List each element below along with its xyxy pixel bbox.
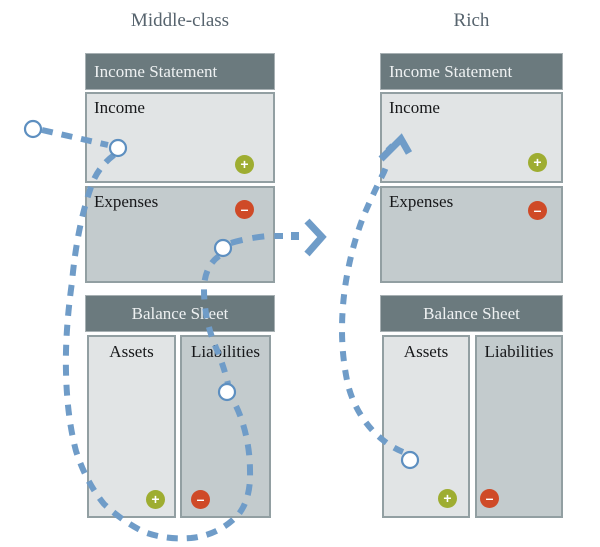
mc-balance-sheet-header: Balance Sheet bbox=[85, 295, 275, 332]
rich-balance-sheet-header-label: Balance Sheet bbox=[423, 303, 520, 323]
minus-glyph: – bbox=[485, 490, 494, 506]
rich-liabilities-label: Liabilities bbox=[484, 342, 554, 361]
transition-arrowhead-icon bbox=[304, 218, 327, 257]
transition-dash-dot bbox=[291, 232, 299, 240]
mc-assets-plus-icon: + bbox=[146, 490, 165, 509]
rich-liabilities-minus-icon: – bbox=[480, 489, 499, 508]
mc-balance-sheet-header-label: Balance Sheet bbox=[131, 303, 229, 323]
plus-glyph: + bbox=[443, 490, 452, 506]
mc-income-statement-header-label: Income Statement bbox=[94, 61, 218, 81]
rich-income-plus-icon: + bbox=[528, 153, 547, 172]
rich-income-label: Income bbox=[389, 98, 440, 117]
rich-assets-label: Assets bbox=[403, 342, 449, 361]
mc-assets-label: Assets bbox=[109, 342, 154, 361]
rich-assets-box: Assets bbox=[382, 335, 470, 518]
minus-glyph: – bbox=[533, 202, 542, 218]
plus-glyph: + bbox=[533, 154, 542, 170]
mc-assets-box: Assets bbox=[87, 335, 176, 518]
rich-balance-sheet-header: Balance Sheet bbox=[380, 295, 563, 332]
plus-glyph: + bbox=[151, 491, 160, 507]
mc-liabilities-label: Liabilities bbox=[191, 342, 260, 361]
minus-glyph: – bbox=[196, 491, 205, 507]
mc-income-statement-header: Income Statement bbox=[85, 53, 275, 90]
mc-income-plus-icon: + bbox=[235, 155, 254, 174]
rich-income-statement-header-label: Income Statement bbox=[389, 61, 513, 81]
mc-liabilities-box: Liabilities bbox=[180, 335, 271, 518]
panel-title-rich: Rich bbox=[380, 10, 563, 34]
panel-title-middle-class: Middle-class bbox=[85, 10, 275, 34]
mc-income-label: Income bbox=[94, 98, 145, 117]
rich-assets-plus-icon: + bbox=[438, 489, 457, 508]
panel-title-label: Rich bbox=[453, 10, 490, 31]
mc-expenses-minus-icon: – bbox=[235, 200, 254, 219]
plus-glyph: + bbox=[240, 156, 249, 172]
minus-glyph: – bbox=[240, 201, 249, 217]
flow-node-external bbox=[23, 119, 43, 139]
rich-income-statement-header: Income Statement bbox=[380, 53, 563, 90]
rich-expenses-label: Expenses bbox=[389, 192, 454, 211]
mc-liabilities-minus-icon: – bbox=[191, 490, 210, 509]
rich-liabilities-box: Liabilities bbox=[475, 335, 563, 518]
rich-expenses-minus-icon: – bbox=[528, 201, 547, 220]
panel-title-label: Middle-class bbox=[130, 10, 230, 31]
